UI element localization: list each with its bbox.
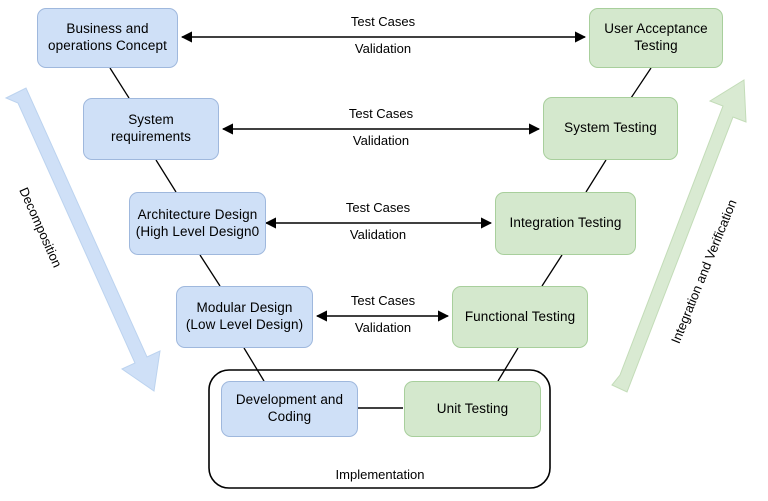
- node-label: Functional Testing: [464, 308, 576, 324]
- implementation-group-caption: Implementation: [335, 467, 425, 482]
- connector-3-label-below: Validation: [349, 227, 407, 242]
- node-label: Modular Design (Low Level Design): [185, 300, 304, 332]
- node-label: Business and operations Concept: [48, 21, 167, 53]
- node-development-and-coding[interactable]: Development and Coding: [221, 381, 358, 437]
- node-label: System Testing: [564, 120, 657, 136]
- node-functional-testing[interactable]: Functional Testing: [452, 286, 588, 348]
- node-label: System requirements: [111, 112, 191, 144]
- connector-4-label-below: Validation: [354, 320, 412, 335]
- connector-2-label-below: Validation: [352, 133, 410, 148]
- connector-4-label-above: Test Cases: [350, 293, 416, 308]
- node-label: Unit Testing: [436, 400, 509, 416]
- node-system-requirements[interactable]: System requirements: [83, 98, 219, 160]
- integration-verification-band-arrow: [611, 79, 747, 393]
- implementation-group-box: [208, 369, 551, 489]
- node-integration-testing[interactable]: Integration Testing: [495, 192, 636, 255]
- node-business-operations-concept[interactable]: Business and operations Concept: [37, 8, 178, 68]
- node-modular-design[interactable]: Modular Design (Low Level Design): [176, 286, 313, 348]
- connector-2-label-above: Test Cases: [348, 106, 414, 121]
- connector-3-label-above: Test Cases: [345, 200, 411, 215]
- decomposition-band-arrow: [4, 87, 161, 392]
- node-label: User Acceptance Testing: [604, 21, 708, 53]
- node-system-testing[interactable]: System Testing: [543, 97, 678, 160]
- node-unit-testing[interactable]: Unit Testing: [404, 381, 541, 437]
- node-label: Architecture Design (High Level Design0: [135, 206, 260, 239]
- node-architecture-design[interactable]: Architecture Design (High Level Design0: [129, 192, 266, 255]
- node-label: Integration Testing: [509, 215, 622, 231]
- connector-1-label-below: Validation: [354, 41, 412, 56]
- node-user-acceptance-testing[interactable]: User Acceptance Testing: [589, 8, 723, 68]
- node-label: Development and Coding: [235, 392, 344, 424]
- connector-1-label-above: Test Cases: [350, 14, 416, 29]
- left-branch-spine: [109, 67, 265, 382]
- right-branch-spine: [497, 67, 652, 382]
